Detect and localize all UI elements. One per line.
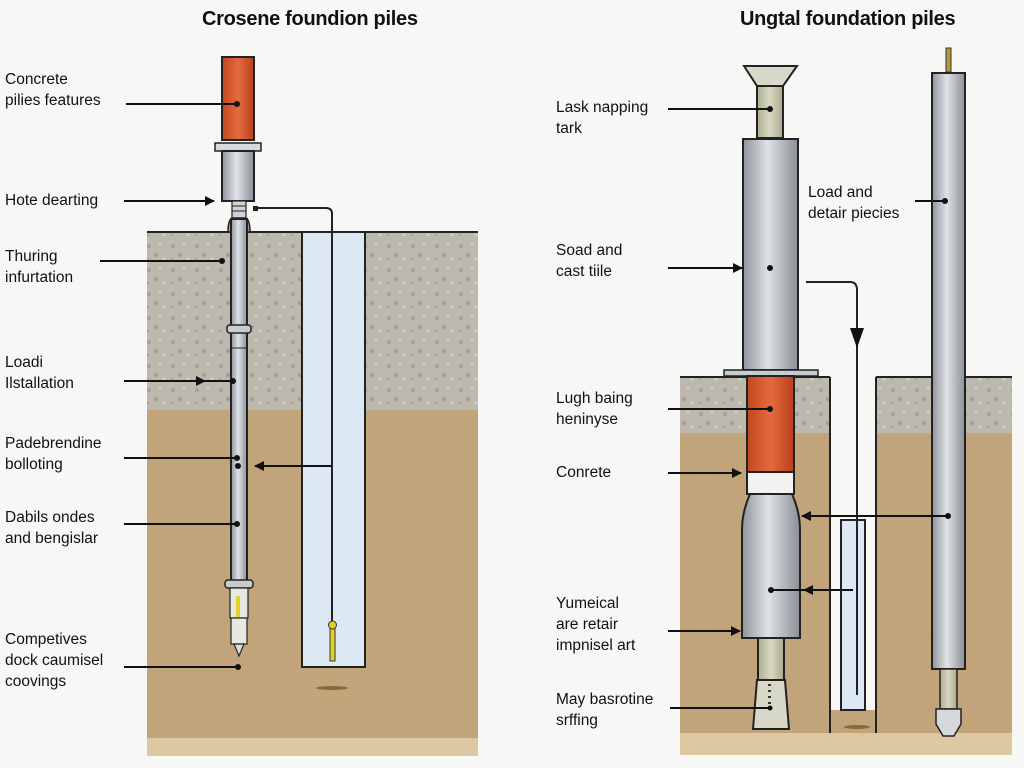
right-panel-title: Ungtal foundation piles [740,8,956,30]
left-pile [214,56,262,658]
left-pile-shaft [230,218,248,582]
left-gravel-layer-a [147,232,302,410]
label-soad-cast: Soad and cast tiile [556,242,623,280]
label-lugh-baing: Lugh baing heninyse [556,390,633,428]
label-concrete-features: Concrete pilies features [5,71,101,109]
label-dabils-ondes: Dabils ondes and bengislar [5,509,99,547]
label-loadi-installation: Loadi Ilstallation [5,354,74,392]
right-tall-pile-shaft [931,72,966,670]
left-leader-lines [100,103,332,668]
left-shadow [316,686,348,690]
left-soil-layer-b [365,410,478,740]
right-water-trench [840,519,866,711]
left-panel-title: Crosene foundion piles [202,8,418,30]
label-conrete: Conrete [556,464,612,481]
right-tall-pile-tip [935,708,962,737]
label-lask-napping: Lask napping tark [556,99,649,137]
left-soil-layer-a [147,410,302,740]
right-tall-pile [931,47,966,737]
left-water-trench [301,231,366,668]
left-concrete-cap [221,56,255,141]
left-pile-tip [233,643,245,658]
label-may-basrotine: May basrotine srffing [556,691,654,729]
left-soil-under-trench [302,667,365,740]
label-hote-dearting: Hote dearting [5,192,99,209]
right-concrete-section [746,375,795,473]
right-pile-base-shoe [751,679,791,730]
right-pile-upper-casing [742,138,799,371]
left-leader-dots [219,101,241,670]
left-pile-collar [224,579,254,589]
right-soil-base [680,733,1012,755]
left-pile-flange [214,142,262,152]
label-padebrendine-bolloting: Padebrendine bolloting [5,435,102,473]
label-yumeical: Yumeical are retair impnisel art [556,595,636,654]
left-soil-base [147,738,478,756]
label-thuring-infurtation: Thuring infurtation [5,248,74,286]
right-pile-funnel [742,65,799,87]
left-pile-head [221,150,255,202]
label-load-detair: Load and detair piecies [808,184,900,222]
left-gravel-layer-b [365,232,478,410]
right-pile-lower-casing [741,493,801,639]
right-leader-lines [668,108,948,709]
right-leader-dots [767,106,951,711]
left-ground [147,206,478,756]
left-sensor-probe [329,624,336,662]
label-competives-coovings: Competives dock caumisel coovings [5,631,104,690]
